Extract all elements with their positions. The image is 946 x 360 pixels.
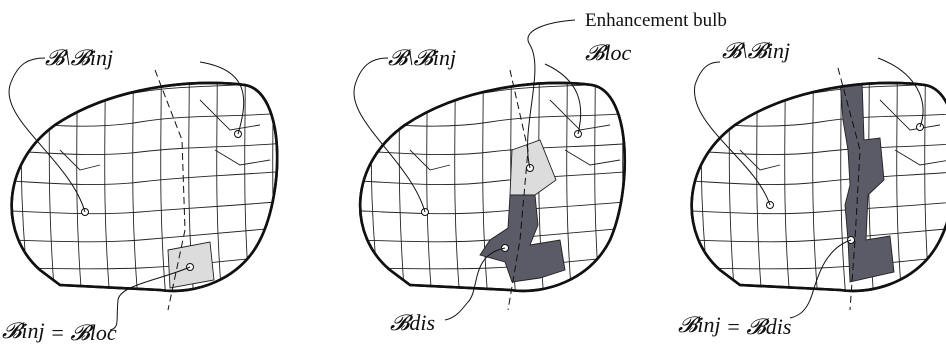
- leader-line: [544, 63, 582, 135]
- damage-zone: [479, 194, 566, 283]
- panel-2-loc-label: 𝓑loc: [585, 40, 632, 65]
- leader-line: [527, 19, 576, 169]
- leader-line: [353, 57, 426, 213]
- leader-line: [109, 266, 191, 331]
- panel-2-top-label: 𝓑\𝓑inj: [388, 45, 456, 70]
- panel-3-bottom-label-a: 𝓑inj: [678, 312, 721, 337]
- panel-2: 𝓑\𝓑inj Enhancement bulb 𝓑loc 𝓑dis: [353, 10, 727, 335]
- leader-line: [877, 57, 924, 128]
- panel-3: 𝓑\𝓑inj 𝓑inj = 𝓑dis: [678, 38, 946, 339]
- leader-line: [694, 61, 771, 206]
- leader-line: [199, 61, 245, 135]
- leader-line: [444, 247, 506, 321]
- panel-3-top-label: 𝓑\𝓑inj: [722, 38, 790, 63]
- leader-line: [789, 239, 852, 319]
- panel-1-bottom-label-a: 𝓑inj: [2, 318, 45, 343]
- damage-zone: [839, 82, 895, 283]
- crack-line: [154, 69, 186, 311]
- leader-line: [8, 57, 86, 213]
- panel-1: 𝓑\𝓑inj 𝓑inj = 𝓑loc: [2, 45, 279, 345]
- panel-3-bottom-label-b: = 𝓑dis: [726, 314, 791, 339]
- enhancement-bulb-label: Enhancement bulb: [585, 10, 727, 31]
- panel-1-top-label: 𝓑\𝓑inj: [45, 45, 113, 70]
- panel-2-bottom-label: 𝓑dis: [390, 310, 435, 335]
- panel-1-bottom-label-b: = 𝓑loc: [50, 320, 117, 345]
- crack-line: [507, 69, 529, 311]
- mesh: [691, 82, 946, 291]
- crack-line: [837, 67, 861, 311]
